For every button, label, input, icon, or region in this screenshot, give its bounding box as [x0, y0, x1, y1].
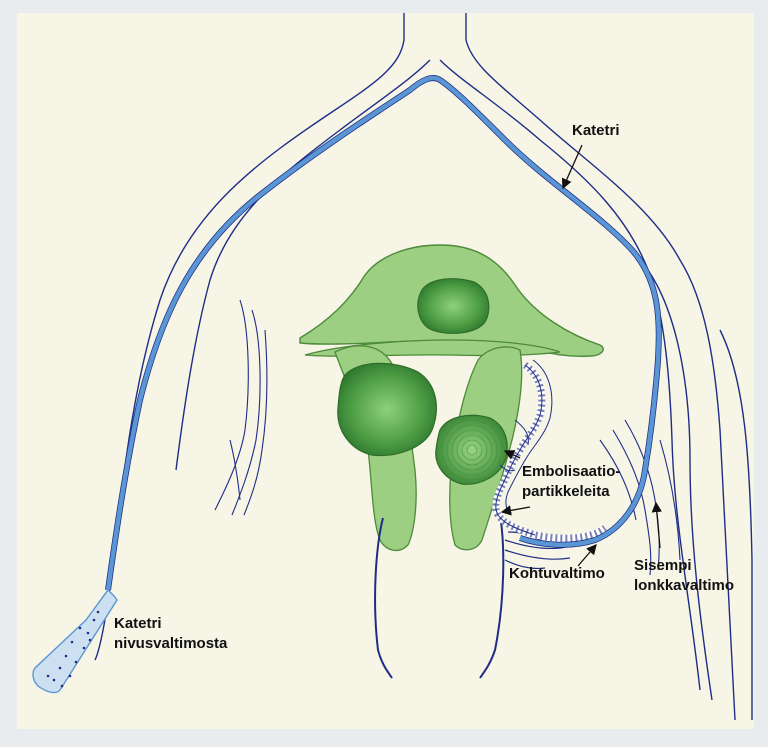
label-internal-iliac-line2: lonkkavaltimo	[634, 577, 734, 594]
label-embolization-line1: Embolisaatio-	[522, 463, 620, 480]
label-catheter-groin-line1: Katetri	[114, 615, 162, 632]
label-catheter-groin-line2: nivusvaltimosta	[114, 635, 228, 652]
label-uterine-artery: Kohtuvaltimo	[509, 565, 605, 582]
fibroid-top	[418, 279, 489, 334]
label-catheter: Katetri	[572, 122, 620, 139]
label-internal-iliac-line1: Sisempi	[634, 557, 692, 574]
fibroid-left	[338, 363, 437, 455]
label-embolization-line2: partikkeleita	[522, 483, 610, 500]
